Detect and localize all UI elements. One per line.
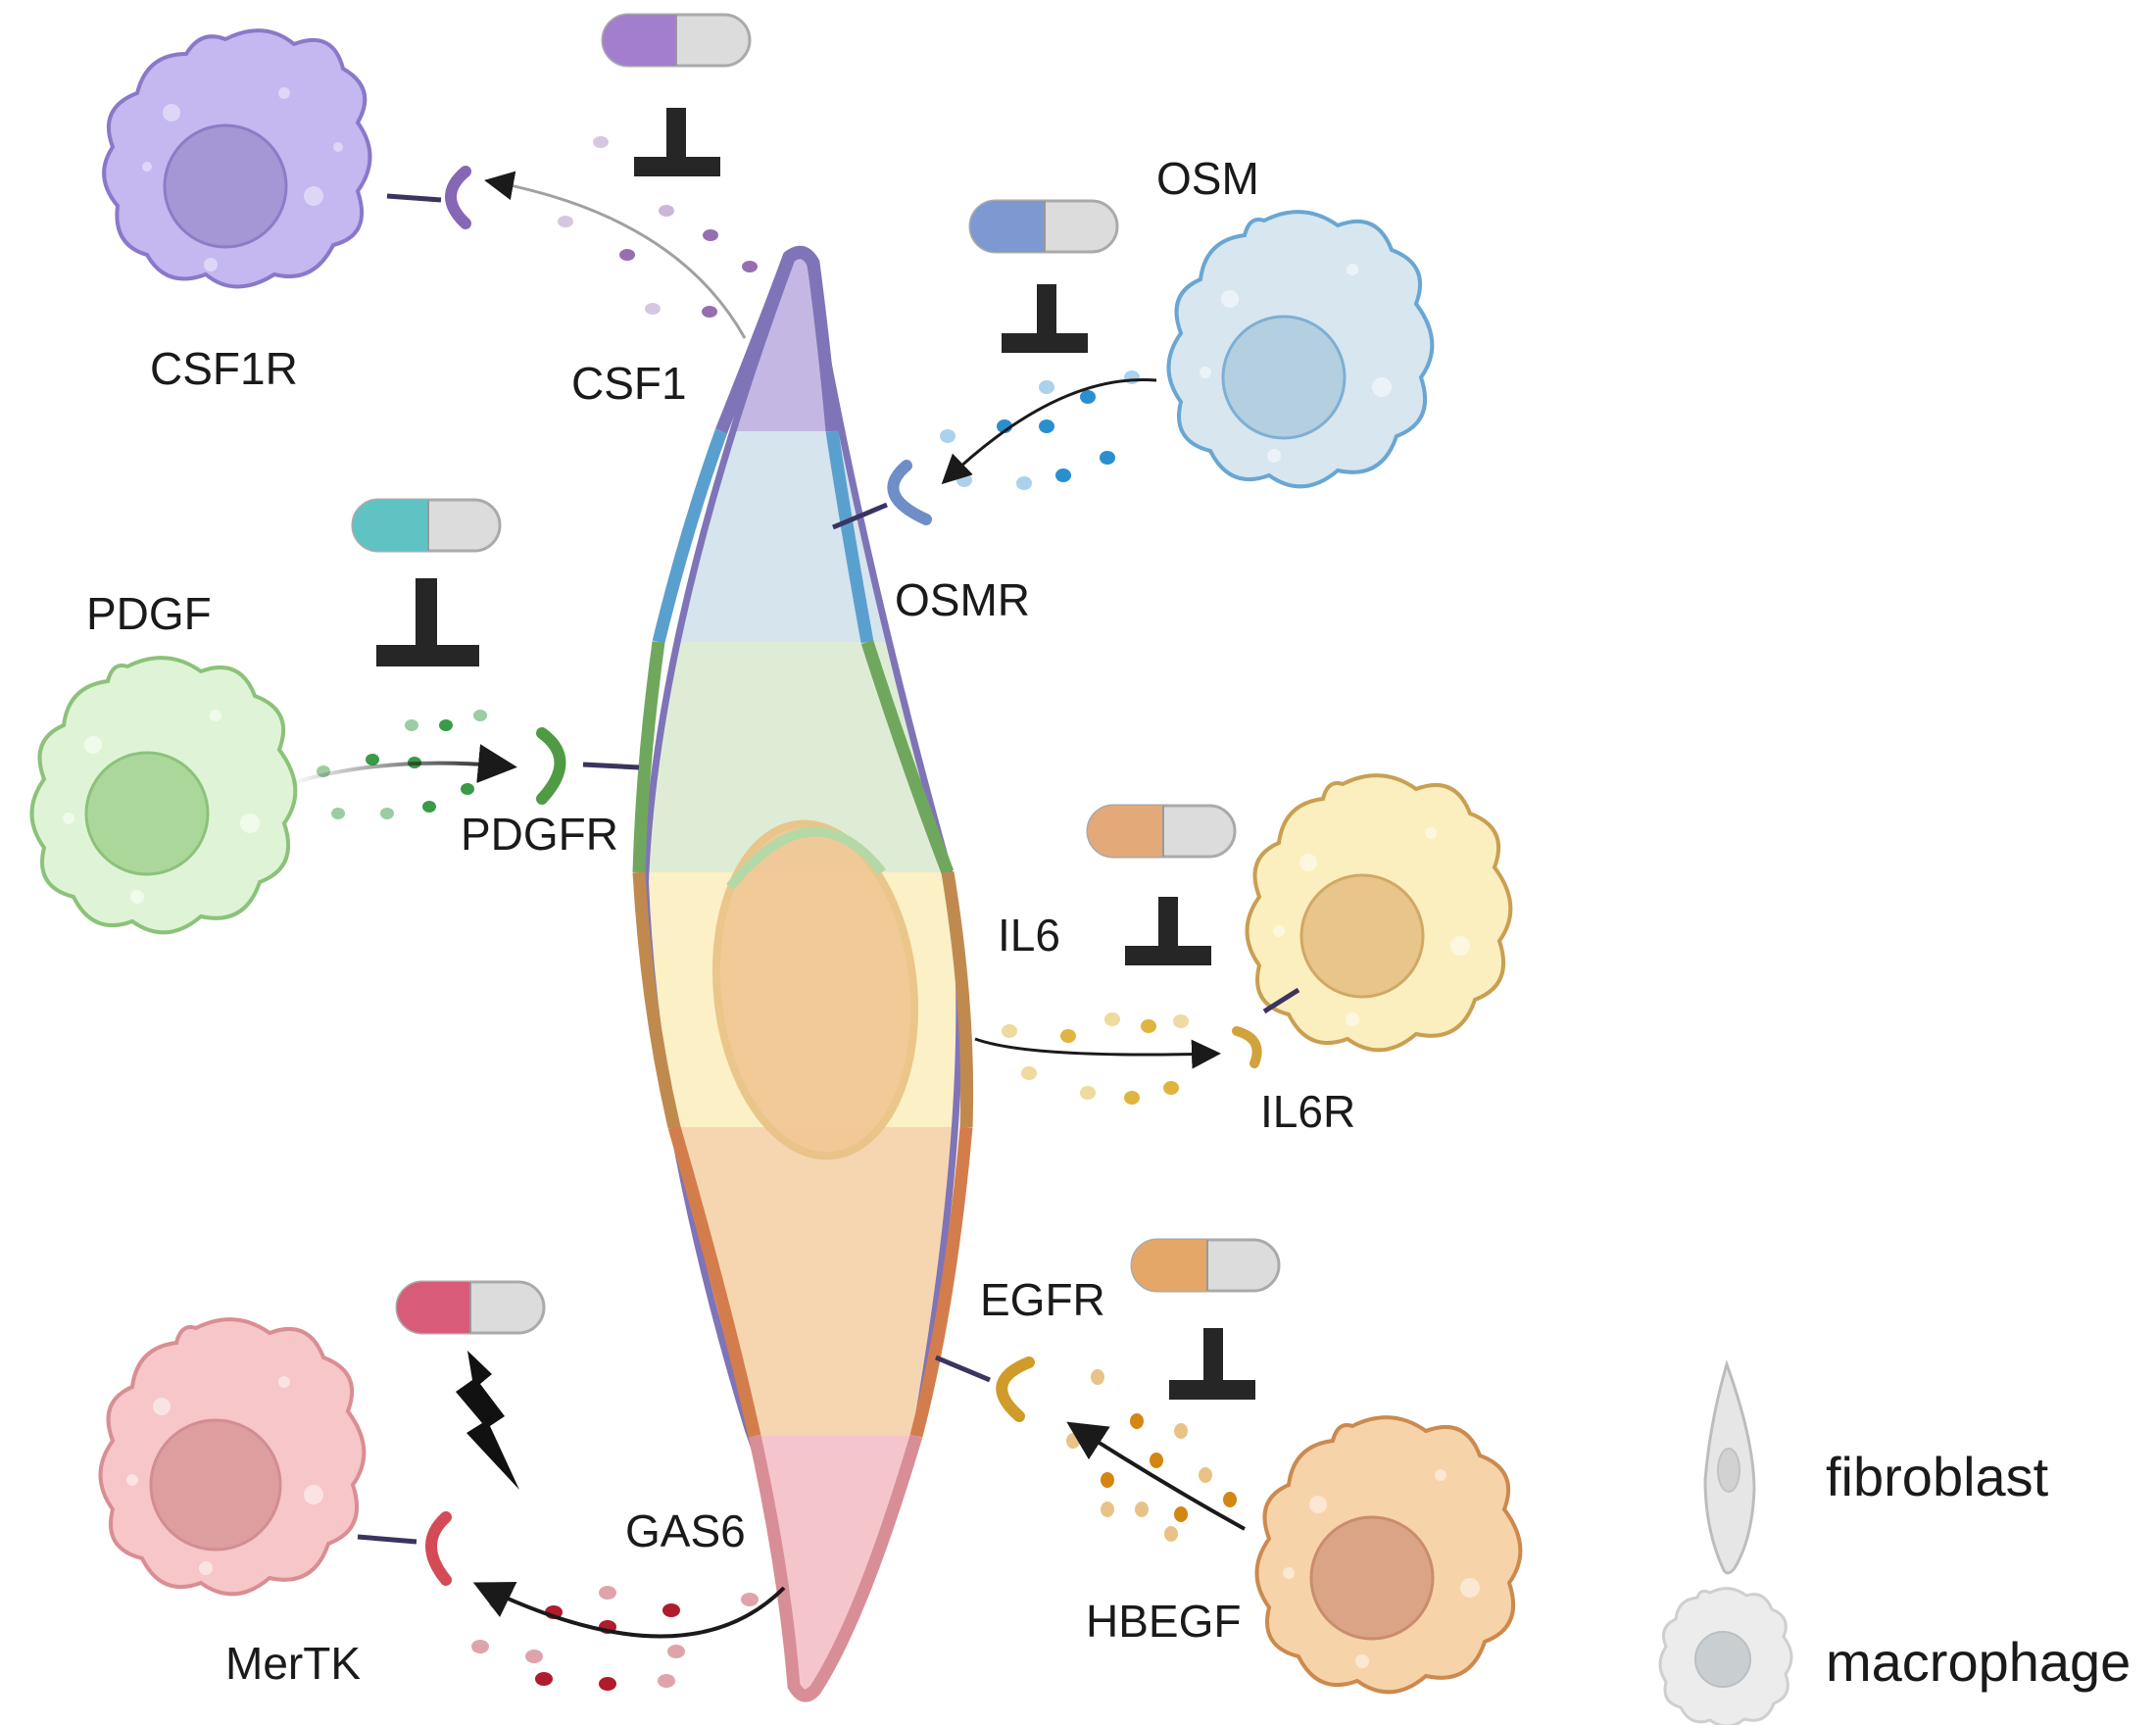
macrophage-mertk: [98, 1317, 367, 1597]
macrophage-icon: [1658, 1587, 1793, 1725]
capsule-icon: [968, 199, 1119, 254]
ligand-dots-csf1: [558, 136, 758, 318]
label-hbegf: HBEGF: [1086, 1596, 1241, 1647]
macrophage-pdgf: [29, 656, 298, 935]
label-osm: OSM: [1156, 153, 1259, 204]
label-pdgfr: PDGFR: [461, 809, 618, 860]
receptor-il6r: [1232, 987, 1300, 1068]
legend-macrophage-label: macrophage: [1826, 1631, 2131, 1693]
inhibition-icon: [634, 108, 720, 176]
legend-fibroblast-label: fibroblast: [1826, 1446, 2049, 1507]
receptor-pdgfr: [536, 727, 640, 805]
macrophage-csf1r: [102, 28, 372, 289]
fibroblast-icon: [1703, 1359, 1756, 1575]
receptor-osmr: [832, 460, 932, 530]
inhibition-icon: [376, 578, 479, 666]
inhibition-icon: [1002, 284, 1088, 353]
label-mertk: MerTK: [225, 1638, 361, 1689]
label-osmr: OSMR: [895, 574, 1030, 625]
lightning-icon: [456, 1351, 519, 1490]
receptor-mertk: [357, 1511, 452, 1586]
capsule-icon: [1130, 1238, 1281, 1293]
central-fibroblast: [632, 245, 974, 1702]
arrow-osm: [941, 377, 1157, 485]
macrophage-osm: [1166, 210, 1435, 489]
capsule-icon: [351, 498, 502, 553]
arrow-pdgf: [288, 744, 517, 786]
receptor-csf1r: [386, 166, 471, 229]
ligand-dots-il6: [1002, 1012, 1189, 1105]
arrow-hbegf: [1066, 1421, 1246, 1531]
arrow-il6: [974, 1037, 1221, 1069]
label-egfr: EGFR: [980, 1274, 1105, 1325]
label-gas6: GAS6: [625, 1505, 746, 1556]
label-pdgf: PDGF: [86, 588, 212, 639]
label-csf1r: CSF1R: [150, 343, 298, 394]
arrow-csf1: [484, 171, 747, 339]
label-csf1: CSF1: [571, 358, 687, 409]
inhibition-icon: [1169, 1328, 1255, 1400]
capsule-icon: [601, 13, 752, 68]
arrow-gas6: [472, 1581, 786, 1639]
ligand-dots-osm: [940, 370, 1140, 490]
capsule-icon: [1086, 804, 1237, 859]
macrophage-hbegf: [1254, 1415, 1523, 1695]
legend: fibroblast macrophage: [1658, 1359, 2131, 1725]
label-il6r: IL6R: [1260, 1086, 1355, 1137]
receptor-egfr: [935, 1355, 1035, 1422]
inhibition-icon: [1125, 897, 1211, 965]
capsule-icon: [395, 1280, 546, 1335]
macrophage-il6r: [1245, 773, 1513, 1053]
ligand-dots-hbegf: [1066, 1369, 1237, 1542]
label-il6: IL6: [998, 910, 1060, 961]
